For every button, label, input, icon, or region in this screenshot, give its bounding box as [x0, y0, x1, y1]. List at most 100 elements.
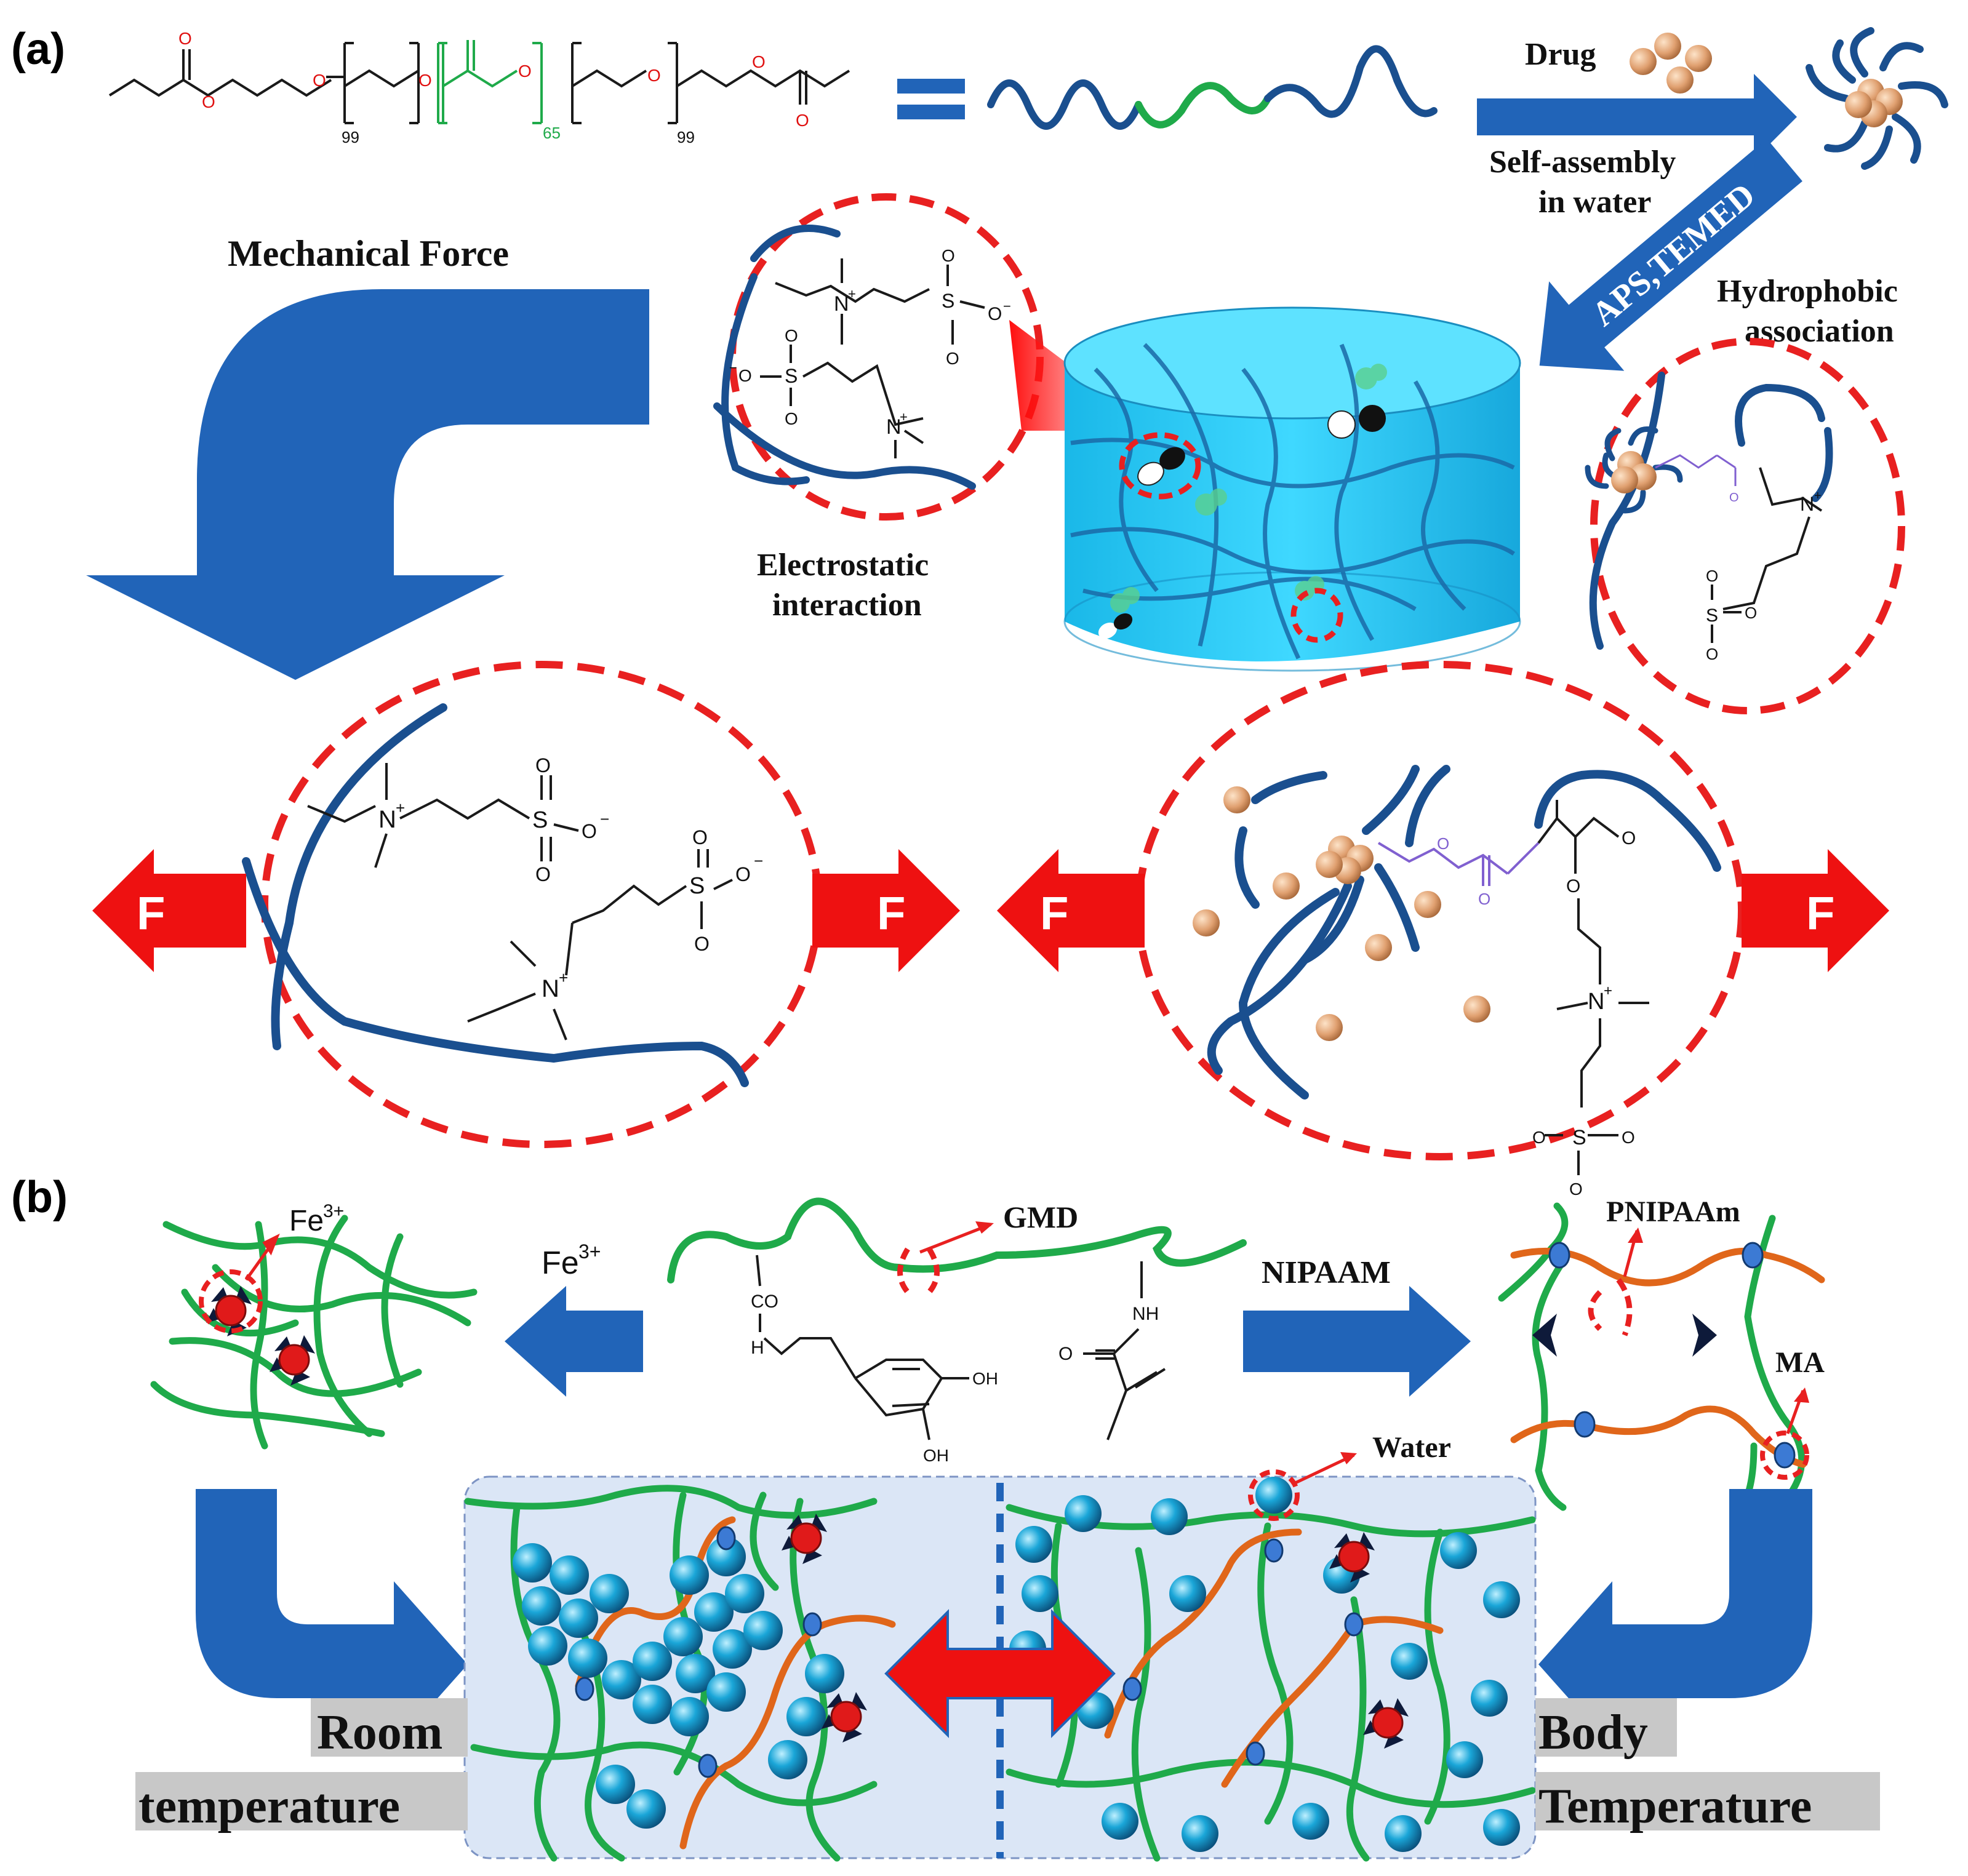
- svg-text:O: O: [1706, 645, 1718, 663]
- mechanical-force-label: Mechanical Force: [228, 233, 509, 274]
- svg-text:−: −: [729, 360, 737, 375]
- ma-label: MA: [1775, 1346, 1825, 1379]
- electrostatic-stretch-circle: N + S O O O − S O O O − N +: [242, 661, 822, 1148]
- svg-text:O: O: [694, 933, 710, 955]
- svg-text:N: N: [1800, 493, 1814, 515]
- svg-text:S: S: [689, 873, 705, 899]
- svg-text:+: +: [848, 286, 856, 301]
- svg-text:F: F: [877, 887, 905, 940]
- svg-text:Body: Body: [1538, 1706, 1648, 1760]
- temperature-comparison-box: [463, 1452, 1537, 1862]
- svg-text:O: O: [1622, 1128, 1635, 1147]
- svg-text:OH: OH: [972, 1369, 998, 1388]
- body-temperature-label: Body Temperature: [1535, 1698, 1880, 1834]
- svg-text:−: −: [600, 810, 609, 828]
- svg-text:S: S: [1572, 1126, 1586, 1149]
- svg-text:O: O: [988, 304, 1002, 324]
- svg-text:OH: OH: [923, 1446, 949, 1465]
- force-arrow-right-1: F: [812, 849, 960, 972]
- self-assembly-arrow: [1477, 74, 1797, 160]
- curved-arrow-left: [196, 1489, 468, 1747]
- svg-text:F: F: [1806, 887, 1834, 940]
- svg-text:H: H: [751, 1338, 764, 1358]
- hydrogel-cylinder: [1063, 306, 1521, 672]
- svg-text:O: O: [535, 754, 551, 776]
- fe-label-arrow: Fe: [542, 1245, 579, 1281]
- curved-arrow-right: [1538, 1489, 1812, 1747]
- fe-crosslinked-network: [150, 1215, 478, 1450]
- svg-text:O: O: [796, 111, 809, 130]
- electrostatic-zoom-circle-top: N + S O − O O O − S O O N +: [713, 193, 1044, 521]
- svg-text:O: O: [752, 52, 766, 71]
- svg-text:S: S: [532, 807, 548, 833]
- triblock-chain-cartoon: [987, 45, 1438, 130]
- hydrophobic-zoom-circle-top: O N + S O O O: [1585, 338, 1905, 714]
- hydrophobic-stretch-circle: O O O O N + S O O O: [1135, 661, 1745, 1199]
- hydrophobic-label-line1: Hydrophobic: [1717, 274, 1898, 309]
- svg-text:O: O: [1532, 1128, 1546, 1147]
- gmd-polymer: CO H OH OH NH O: [667, 1197, 1247, 1465]
- svg-text:O: O: [178, 29, 192, 48]
- polymer-structure-formula: O O O 99 O O 65 O 99 O O: [108, 29, 850, 146]
- panel-label-b: (b): [11, 1173, 68, 1222]
- fe-label-network-sup: 3+: [323, 1201, 344, 1221]
- self-assembly-label-line1: Self-assembly: [1489, 145, 1676, 180]
- svg-text:N: N: [378, 806, 396, 833]
- svg-text:CO: CO: [751, 1291, 778, 1312]
- svg-text:O: O: [1437, 834, 1449, 853]
- pnipaam-label: PNIPAAm: [1606, 1195, 1740, 1228]
- svg-text:O: O: [518, 62, 532, 81]
- force-arrow-left-2: F: [997, 849, 1145, 972]
- svg-text:+: +: [1604, 983, 1612, 999]
- svg-text:N: N: [834, 292, 849, 316]
- svg-text:O: O: [418, 71, 432, 90]
- svg-text:99: 99: [342, 128, 359, 146]
- svg-text:O: O: [313, 71, 326, 90]
- fe-label-arrow-sup: 3+: [578, 1240, 601, 1263]
- svg-text:S: S: [942, 290, 954, 312]
- equals-sign: [897, 79, 965, 119]
- svg-text:65: 65: [543, 124, 561, 142]
- svg-text:Room: Room: [317, 1706, 442, 1760]
- svg-text:NH: NH: [1132, 1304, 1159, 1324]
- svg-text:O: O: [535, 863, 551, 885]
- svg-text:temperature: temperature: [138, 1779, 400, 1834]
- water-spheres-left: [513, 1537, 844, 1829]
- svg-text:+: +: [1814, 489, 1822, 503]
- drug-particles: [1630, 33, 1712, 94]
- drug-loaded-micelle: [1806, 27, 1948, 170]
- water-label: Water: [1372, 1431, 1451, 1464]
- force-arrow-right-2: F: [1742, 849, 1889, 972]
- svg-text:O: O: [202, 92, 215, 111]
- svg-text:O: O: [942, 246, 955, 265]
- svg-text:O: O: [582, 820, 597, 842]
- electrostatic-label-line2: interaction: [772, 588, 922, 623]
- gmd-label: GMD: [1003, 1200, 1078, 1234]
- svg-text:O: O: [785, 409, 798, 428]
- room-temperature-label: Room temperature: [135, 1698, 468, 1834]
- svg-text:+: +: [396, 799, 405, 817]
- svg-text:O: O: [1058, 1344, 1073, 1364]
- svg-text:+: +: [900, 409, 908, 425]
- electrostatic-label-line1: Electrostatic: [757, 548, 929, 583]
- fe-addition-arrow: [505, 1286, 643, 1397]
- svg-text:N: N: [886, 415, 902, 439]
- svg-text:O: O: [1729, 491, 1739, 505]
- mechanical-force-arrow: [86, 289, 649, 680]
- fe-label-network: Fe: [289, 1205, 324, 1237]
- svg-text:O: O: [1569, 1179, 1583, 1199]
- svg-text:O: O: [785, 326, 798, 345]
- svg-text:O: O: [692, 826, 708, 848]
- panel-label-a: (a): [11, 25, 65, 74]
- svg-text:F: F: [137, 887, 165, 940]
- nipaam-arrow: [1243, 1286, 1471, 1397]
- svg-text:99: 99: [677, 128, 695, 146]
- svg-text:O: O: [738, 366, 752, 385]
- svg-text:Temperature: Temperature: [1538, 1779, 1812, 1834]
- svg-text:S: S: [785, 365, 798, 387]
- force-arrow-left-1: F: [92, 849, 246, 972]
- svg-text:O: O: [1622, 828, 1636, 848]
- pnipaam-network: [1498, 1202, 1825, 1511]
- svg-text:S: S: [1706, 605, 1718, 626]
